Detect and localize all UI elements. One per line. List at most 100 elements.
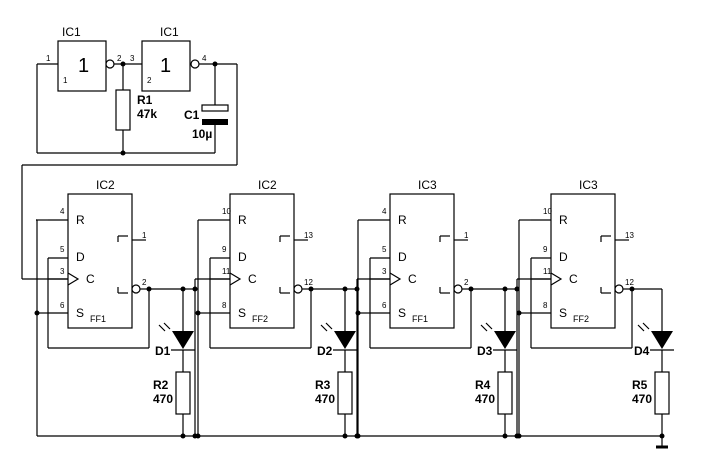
gate2-ic-label: IC1 (160, 25, 179, 39)
ff1-pin-s: 6 (60, 301, 65, 310)
ff1-body (67, 193, 133, 329)
led-3-label: D3 (477, 344, 493, 358)
inverter-gate-1: IC1 1 1 1 2 (46, 25, 122, 92)
ff3-pin-q: 1 (464, 231, 469, 240)
r1-name: R1 (137, 93, 153, 107)
ff4-pin-c: 11 (543, 267, 552, 276)
ff3-ic-label: IC3 (418, 178, 437, 192)
res-3-name: R4 (475, 378, 491, 392)
ff2-pin-q: 13 (304, 231, 313, 240)
led-4-icon (651, 331, 673, 349)
led-2-label: D2 (317, 344, 333, 358)
ff1-pin-r: 4 (60, 207, 65, 216)
resistor-r1: R1 47k (115, 89, 157, 131)
c1-name: C1 (184, 108, 200, 122)
resistor-r2 (175, 371, 191, 415)
ff3-body (389, 193, 455, 329)
ff4-name: FF2 (573, 314, 589, 324)
gate1-pin-in: 1 (46, 54, 51, 63)
gate1-ic-label: IC1 (62, 25, 81, 39)
ff4-c-label: C (569, 272, 578, 286)
gate2-inversion-bubble (190, 59, 200, 69)
ff2-body (229, 193, 295, 329)
ff3-pin-r: 4 (382, 207, 387, 216)
ff3-pin-qn: 2 (464, 278, 469, 287)
ff3-s-label: S (398, 306, 406, 320)
ff4-pin-q: 13 (625, 231, 634, 240)
ff2-clock-triangle (229, 272, 242, 286)
gate1-pin-out: 2 (117, 54, 122, 63)
led-1-label: D1 (155, 344, 171, 358)
ff3-pin-c: 3 (382, 267, 387, 276)
res-3-value: 470 (475, 392, 495, 406)
res-4-value: 470 (632, 392, 652, 406)
res-4-name: R5 (632, 378, 648, 392)
resistor-r5 (654, 371, 670, 415)
ff1-name: FF1 (90, 314, 106, 324)
res-1-value: 470 (153, 392, 173, 406)
gate1-function: 1 (78, 55, 89, 77)
led-1-icon (172, 331, 194, 349)
resistor-r4 (497, 371, 513, 415)
ff4-pin-s: 8 (543, 301, 548, 310)
gate2-input-label: 2 (147, 76, 152, 85)
ff2-ic-label: IC2 (258, 178, 277, 192)
led-3-icon (494, 331, 516, 349)
res-2-value: 470 (315, 392, 335, 406)
ff4-clock-triangle (550, 272, 563, 286)
gate2-function: 1 (160, 55, 171, 77)
r1-value: 47k (137, 107, 157, 121)
ff2-pin-r: 10 (222, 207, 231, 216)
ff4-ic-label: IC3 (579, 178, 598, 192)
ff4-pin-qn: 12 (625, 278, 634, 287)
ff2-c-label: C (248, 272, 257, 286)
res-2-name: R3 (315, 378, 331, 392)
ff4-r-label: R (559, 213, 568, 227)
ground-rail (34, 310, 668, 449)
ff3-pin-d: 5 (382, 245, 387, 254)
ff1-pin-d: 5 (60, 245, 65, 254)
ff1-pin-qn: 2 (142, 278, 147, 287)
ff1-ic-label: IC2 (96, 178, 115, 192)
ff1-clock-triangle (67, 272, 80, 286)
ff1-d-label: D (76, 250, 85, 264)
ff1-r-label: R (76, 213, 85, 227)
ff2-pin-qn: 12 (304, 278, 313, 287)
gate1-inversion-bubble (105, 59, 115, 69)
res-1-name: R2 (153, 378, 169, 392)
ff2-qn-bubble (293, 284, 303, 294)
ff1-s-label: S (76, 306, 84, 320)
ff2-pin-s: 8 (222, 301, 227, 310)
ff3-c-label: C (408, 272, 417, 286)
ff4-d-label: D (559, 250, 568, 264)
ff2-s-label: S (238, 306, 246, 320)
ff1-qn-bubble (131, 284, 141, 294)
resistor-r3 (337, 371, 353, 415)
led-2-icon (334, 331, 356, 349)
ff1-pin-q: 1 (142, 231, 147, 240)
ff4-pin-r: 10 (543, 207, 552, 216)
gate1-input-label: 1 (63, 76, 68, 85)
ff3-name: FF1 (412, 314, 428, 324)
capacitor-c1: C1 10µ (184, 104, 229, 141)
gate2-pin-in: 3 (130, 54, 135, 63)
ff3-r-label: R (398, 213, 407, 227)
ff2-r-label: R (238, 213, 247, 227)
ff3-d-label: D (398, 250, 407, 264)
ff3-qn-bubble (453, 284, 463, 294)
ff1-c-label: C (86, 272, 95, 286)
ff4-body (550, 193, 616, 329)
inverter-gate-2: IC1 1 2 3 4 (130, 25, 207, 92)
ff1-pin-c: 3 (60, 267, 65, 276)
ff4-s-label: S (559, 306, 567, 320)
ff2-pin-d: 9 (222, 245, 227, 254)
ff4-qn-bubble (614, 284, 624, 294)
ff4-pin-d: 9 (543, 245, 548, 254)
